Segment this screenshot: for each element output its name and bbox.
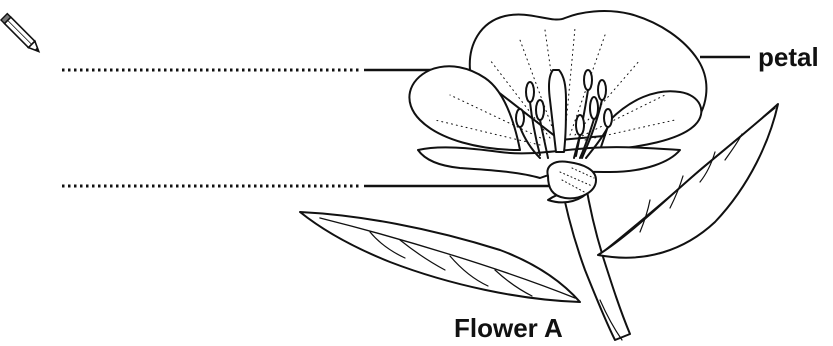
carpel (549, 70, 566, 152)
leaf-left (300, 212, 580, 302)
diagram-caption: Flower A (454, 313, 563, 344)
pencil-icon (1, 14, 42, 55)
petal-label: petal (758, 42, 819, 73)
flower-illustration (300, 11, 778, 340)
